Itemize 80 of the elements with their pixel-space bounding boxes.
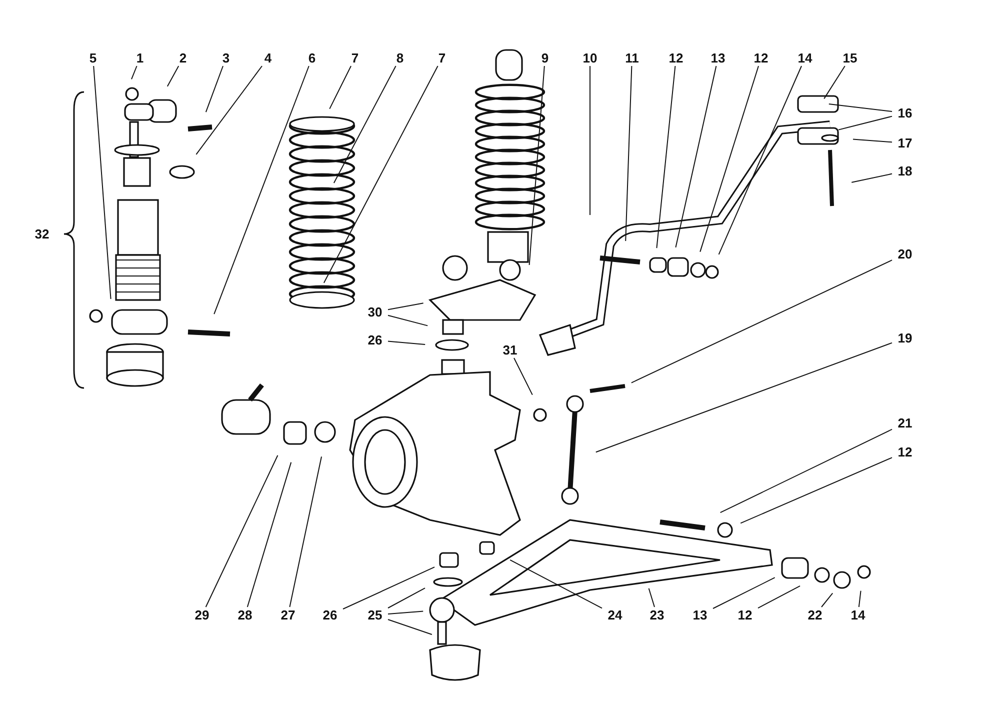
callout-number: 12 [736,608,754,622]
callout-number: 7 [350,50,360,66]
leader-line [289,456,322,608]
leader-line [858,590,862,608]
leader-line [625,66,632,242]
leader-line [342,566,435,610]
leader-line [329,66,352,110]
callout-number: 18 [896,164,914,178]
leader-line [214,66,310,315]
leader-line [93,66,112,300]
callout-number: 12 [668,50,684,66]
leader-line [388,314,428,326]
callout-number: 13 [692,608,708,622]
leader-line [852,138,892,143]
leader-line [333,66,396,184]
callout-number: 29 [194,608,210,622]
leader-line [388,588,426,608]
callout-number: 28 [236,608,254,622]
leader-line [720,428,892,514]
callout-number: 26 [366,332,384,348]
callout-number: 9 [540,50,550,66]
callout-number: 19 [896,330,914,346]
callout-number: 8 [395,50,405,66]
leader-line [246,462,292,608]
leader-line [388,610,424,614]
callout-number: 17 [896,136,914,150]
leader-line [388,302,424,310]
callout-number: 14 [850,608,866,622]
callout-number: 30 [366,304,384,320]
leader-line [630,260,892,384]
callout-number: 15 [842,50,858,66]
callout-number: 32 [34,226,50,242]
leader-line [656,66,676,249]
callout-number: 16 [896,106,914,120]
leader-line [166,66,180,87]
leader-line [510,559,602,609]
leader-line [740,457,892,524]
leader-line [838,116,892,130]
callout-number: 26 [322,608,338,622]
leader-line [323,66,438,284]
leader-line [205,454,278,608]
callout-number: 6 [307,50,317,66]
callout-number: 11 [624,50,640,66]
callout-number: 7 [437,50,447,66]
callout-number: 24 [606,608,624,622]
leader-line [758,585,800,609]
callout-number: 3 [221,50,231,66]
leader-line [712,577,776,609]
callout-number: 10 [582,50,598,66]
leader-line [196,66,262,155]
leader-line [388,619,432,635]
callout-number: 14 [796,50,814,66]
leader-line [648,588,655,608]
leader-line [700,66,759,252]
leader-line [528,66,545,266]
leader-line [824,66,846,100]
callout-number: 4 [263,50,273,66]
callout-number: 31 [502,342,518,358]
leader-line [821,592,834,608]
callout-number: 27 [280,608,296,622]
leader-line [828,104,892,112]
leader-line [718,66,802,255]
callout-number: 23 [648,608,666,622]
callout-number: 2 [178,50,188,66]
leader-line [851,173,892,183]
callout-number: 12 [896,444,914,460]
leader-line [595,342,892,453]
callout-number: 21 [896,416,914,430]
callout-number: 20 [896,246,914,262]
leader-line [514,358,533,396]
callout-number: 13 [710,50,726,66]
callout-number: 5 [88,50,98,66]
leader-line [675,66,717,248]
callout-number: 22 [806,608,824,622]
callout-number: 25 [366,608,384,622]
leader-line [131,66,138,80]
callout-number: 12 [752,50,770,66]
leader-line [205,66,224,113]
callout-number: 1 [135,50,145,66]
leader-line [388,340,426,345]
